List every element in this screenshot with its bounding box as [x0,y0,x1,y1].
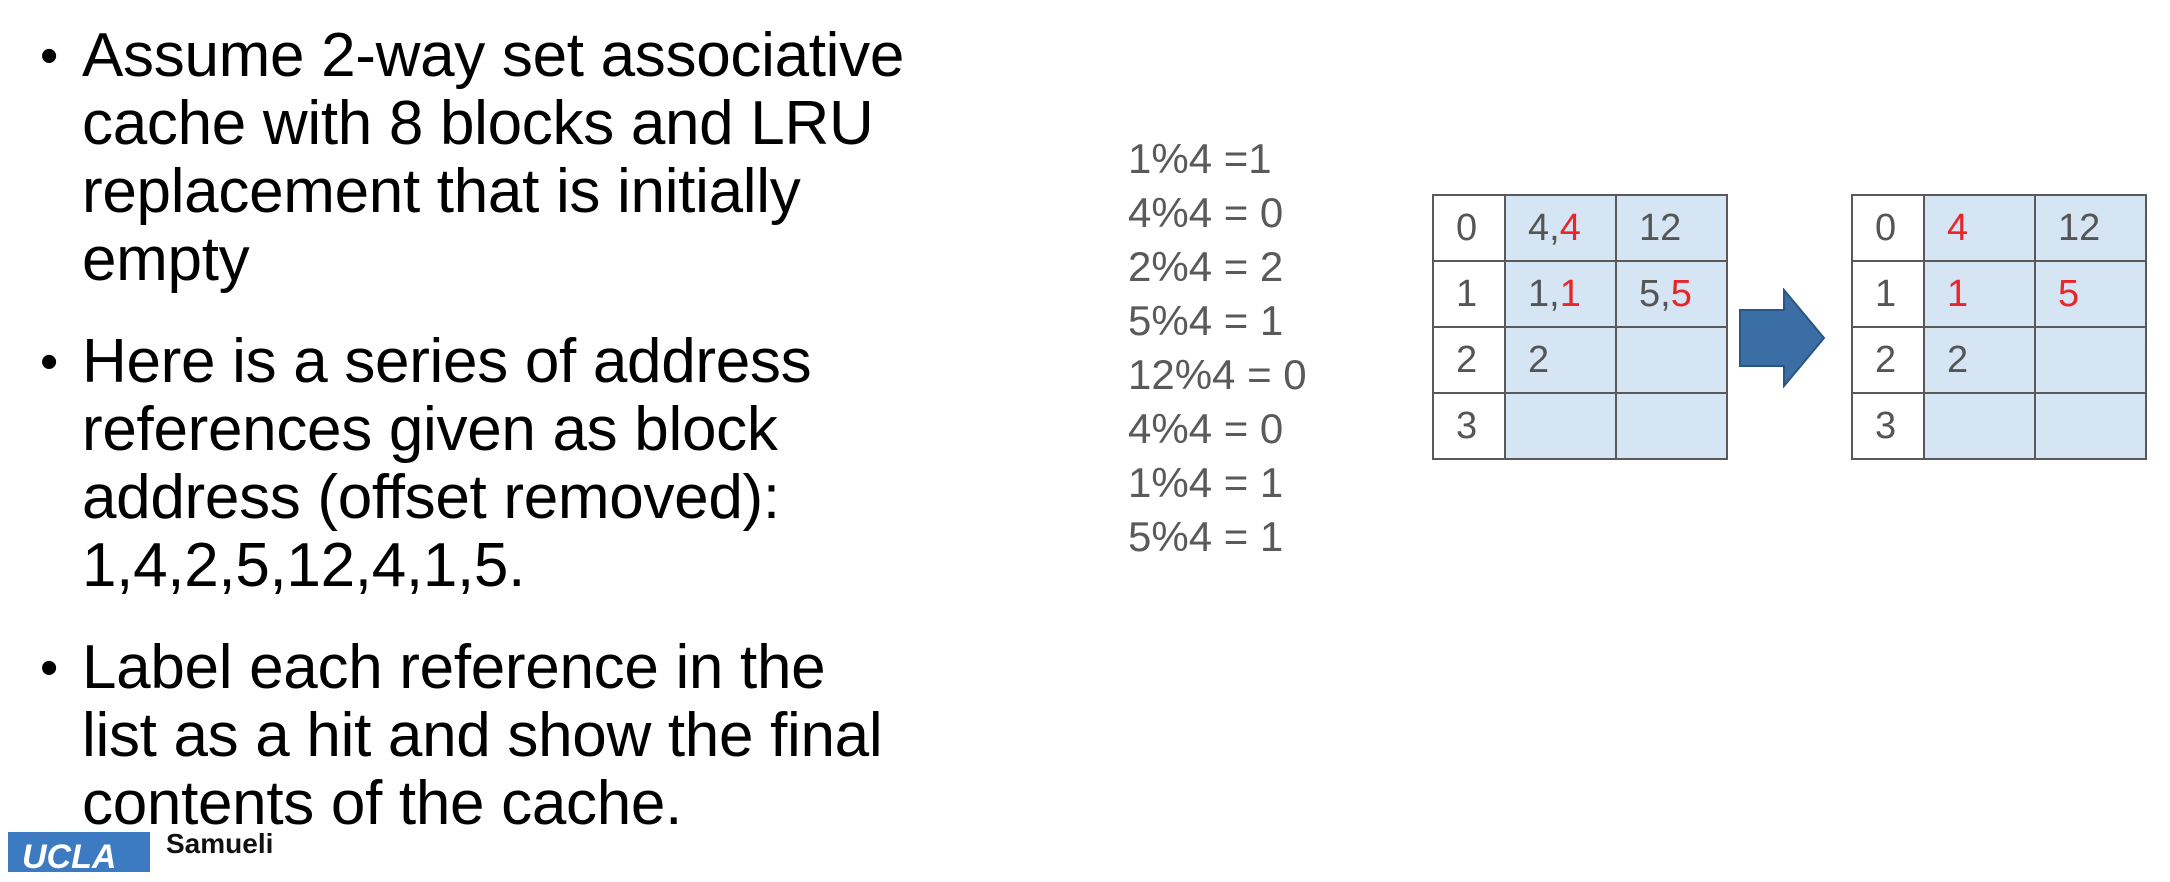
block-number: 1, [1528,272,1560,315]
cache-way2-cell: 12 [2034,194,2147,262]
cache-way1-cell: 1,1 [1504,260,1617,328]
bullet-text-line: cache with 8 blocks and LRU [82,89,874,158]
logo-box: UCLA [8,832,150,876]
bullet-text-line: replacement that is initially [82,157,801,226]
cache-way1-cell: 4 [1923,194,2036,262]
bullet-text-line: contents of the cache. [82,769,683,838]
bullet-text-line: 1,4,2,5,12,4,1,5. [82,531,526,600]
mod-calculation: 1%4 =1 [1128,135,1272,182]
set-index-cell: 3 [1851,392,1925,460]
bullet-dot: • [40,333,58,391]
bullet-text-line: Here is a series of address [82,327,812,396]
cache-way2-cell [2034,326,2147,394]
cache-way1-cell: 2 [1504,326,1617,394]
bullet-text-line: references given as block [82,395,778,464]
block-number: 2 [1947,338,1969,381]
logo-name: Samueli [166,828,274,859]
block-number: 4 [1559,206,1581,249]
block-number: 2 [1528,338,1550,381]
cache-set-row: 3 [1432,392,1728,460]
block-number: 5 [1670,272,1692,315]
set-index-cell: 0 [1432,194,1506,262]
bullet-text-line: address (offset removed): [82,463,780,532]
mod-calculation: 5%4 = 1 [1128,297,1284,344]
mod-calculation: 5%4 = 1 [1128,513,1284,560]
set-index-cell: 2 [1432,326,1506,394]
block-number: 4, [1528,206,1560,249]
bullet-text-line: empty [82,225,250,294]
block-number: 4 [1947,206,1969,249]
set-index-cell: 2 [1851,326,1925,394]
block-number: 5, [1639,272,1671,315]
set-index-cell: 3 [1432,392,1506,460]
cache-way1-cell [1923,392,2036,460]
cache-set-row: 3 [1851,392,2147,460]
set-index-cell: 1 [1851,260,1925,328]
cache-way2-cell [1615,326,1728,394]
mod-calculation: 4%4 = 0 [1128,189,1284,236]
right-arrow-icon [1739,288,1826,388]
mod-calculation-list: 1%4 =1 4%4 = 0 2%4 = 2 5%4 = 1 12%4 = 0 4%4 =… [1128,132,1307,564]
mod-calculation: 4%4 = 0 [1128,405,1284,452]
cache-way2-cell: 12 [1615,194,1728,262]
cache-way2-cell [1615,392,1728,460]
bullet-dot: • [40,27,58,85]
cache-way2-cell: 5,5 [1615,260,1728,328]
bullet-text-line: Assume 2-way set associative [82,21,905,90]
cache-way1-cell: 1 [1923,260,2036,328]
set-index-cell: 1 [1432,260,1506,328]
cache-way1-cell: 2 [1923,326,2036,394]
mod-calculation: 2%4 = 2 [1128,243,1284,290]
bullet-text-line: list as a hit and show the final [82,701,883,770]
mod-calculation: 12%4 = 0 [1128,351,1307,398]
cache-way2-cell: 5 [2034,260,2147,328]
cache-way1-cell: 4,4 [1504,194,1617,262]
cache-way2-cell [2034,392,2147,460]
set-index-cell: 0 [1851,194,1925,262]
cache-way1-cell [1504,392,1617,460]
bullet-text-line: Label each reference in the [82,633,826,702]
block-number: 12 [2058,206,2101,249]
block-number: 5 [2058,272,2080,315]
block-number: 1 [1559,272,1581,315]
bullet-dot: • [40,639,58,697]
block-number: 12 [1639,206,1682,249]
mod-calculation: 1%4 = 1 [1128,459,1284,506]
block-number: 1 [1947,272,1969,315]
